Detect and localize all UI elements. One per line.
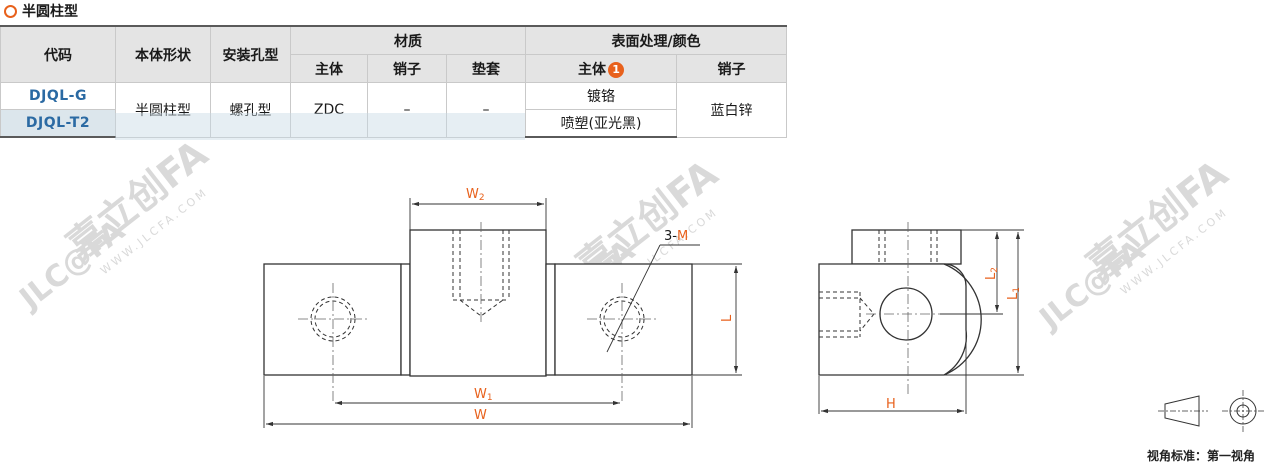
finish-main-cell: 喷塑(亚光黑) — [525, 109, 678, 138]
header-material-pin: 销子 — [367, 54, 447, 83]
side-dimension-labels: H L2 L1 — [886, 267, 1022, 412]
svg-text:3-M: 3-M — [664, 229, 688, 244]
svg-text:W2: W2 — [466, 187, 485, 203]
header-material-sleeve: 垫套 — [445, 54, 527, 83]
dim-l2: L — [984, 272, 999, 280]
code-cell[interactable]: DJQL-T2 — [0, 109, 116, 138]
table-row: DJQL-T2 喷塑(亚光黑) — [0, 109, 787, 138]
front-view — [263, 222, 693, 402]
front-dimensions — [263, 198, 742, 428]
material-main-cell: ZDC — [290, 82, 368, 138]
dim-h: H — [886, 397, 896, 412]
note-badge-icon[interactable]: 1 — [608, 61, 625, 78]
finish-pin-cell: 蓝白锌 — [676, 82, 788, 138]
header-material-main: 主体 — [290, 54, 368, 83]
dim-w2: W — [466, 187, 479, 202]
dim-m: M — [677, 229, 688, 244]
ring-icon — [4, 4, 17, 18]
dim-w: W — [474, 408, 487, 423]
first-angle-projection-icon — [1158, 390, 1264, 432]
header-finish-main-label: 主体 — [578, 61, 607, 78]
dim-w1: W — [474, 387, 487, 402]
front-dimension-labels: W2 W1 W L 3-M — [466, 187, 735, 423]
side-dimensions — [818, 229, 1024, 414]
side-view — [818, 222, 982, 395]
mount-hole-cell: 螺孔型 — [210, 82, 291, 138]
header-body-shape: 本体形状 — [115, 25, 211, 83]
code-cell[interactable]: DJQL-G — [0, 82, 116, 110]
svg-text:L2: L2 — [984, 267, 1000, 280]
svg-text:W1: W1 — [474, 387, 493, 403]
dim-l2-sub: 2 — [990, 267, 1000, 273]
dim-l: L — [720, 314, 735, 322]
header-finish-pin: 销子 — [676, 54, 788, 83]
section-title: 半圆柱型 — [4, 1, 78, 21]
material-sleeve-cell: – — [445, 82, 527, 138]
view-standard-label: 视角标准：第一视角 — [1147, 449, 1256, 463]
header-material: 材质 — [289, 25, 527, 55]
dim-l1: L — [1006, 292, 1021, 300]
finish-main-cell: 镀铬 — [525, 82, 678, 110]
header-code: 代码 — [0, 25, 116, 83]
header-finish: 表面处理/颜色 — [525, 25, 788, 55]
dim-m-prefix: 3- — [664, 229, 677, 244]
table-row: DJQL-G 半圆柱型 螺孔型 ZDC – – 镀铬 蓝白锌 — [0, 82, 788, 138]
dim-w1-sub: 1 — [487, 393, 493, 403]
svg-text:L1: L1 — [1006, 287, 1022, 300]
body-shape-cell: 半圆柱型 — [115, 82, 211, 138]
dim-w2-sub: 2 — [479, 193, 485, 203]
dim-l1-sub: 1 — [1012, 287, 1022, 293]
section-title-text: 半圆柱型 — [22, 4, 78, 20]
